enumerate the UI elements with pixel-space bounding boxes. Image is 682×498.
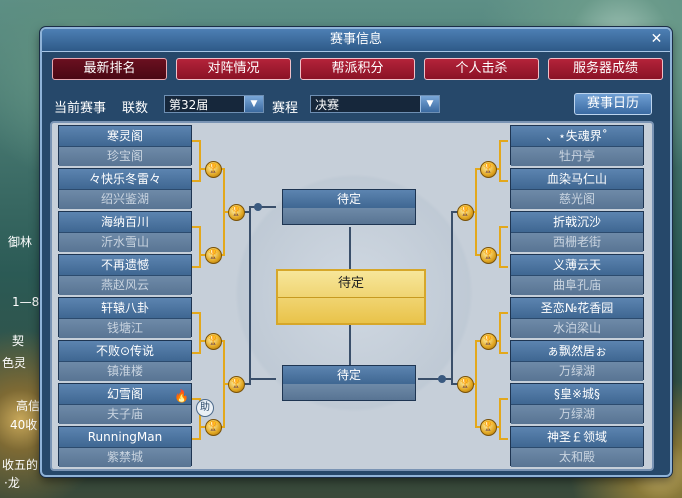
filter-row: 当前赛事 联数 第32届 ▼ 赛程 决赛 ▼ 赛事日历 [52, 93, 662, 116]
bg-label: 御林 [8, 235, 33, 249]
team-card[interactable]: 寒灵阁 珍宝阁 [58, 125, 192, 166]
tab-server-results[interactable]: 服务器成绩 [548, 58, 663, 80]
close-icon[interactable]: ✕ [650, 31, 663, 47]
season-value: 第32届 [169, 98, 209, 112]
season-select[interactable]: 第32届 ▼ [164, 95, 264, 113]
team-card[interactable]: 血染马仁山 慈光阁 [510, 168, 644, 209]
team-card[interactable]: 轩辕八卦 钱塘江 [58, 297, 192, 338]
bg-label: 1—8 [12, 295, 40, 309]
team-name: 海纳百川 [59, 212, 191, 233]
dialog-titlebar[interactable]: 赛事信息 ✕ [42, 29, 670, 52]
team-card[interactable]: §皇※城§ 万绿湖 [510, 383, 644, 424]
team-name: 々快乐冬雷々 [59, 169, 191, 190]
chevron-down-icon[interactable]: ▼ [420, 96, 439, 112]
trophy-icon: 🏆 [457, 204, 474, 221]
team-name: 轩辕八卦 [59, 298, 191, 319]
team-card[interactable]: 幻雪阁 夫子庙 [58, 383, 192, 424]
calendar-button[interactable]: 赛事日历 [574, 93, 652, 115]
trophy-icon: 🏆 [205, 419, 222, 436]
team-name: 不再遗憾 [59, 255, 191, 276]
team-name: 圣恋№花香园 [511, 298, 643, 319]
team-server: 绍兴鉴湖 [59, 190, 191, 209]
team-server: 紫禁城 [59, 448, 191, 467]
team-card[interactable]: 神圣￡领域 太和殿 [510, 426, 644, 467]
team-card[interactable]: RunningMan 紫禁城 [58, 426, 192, 467]
tab-latest-ranking[interactable]: 最新排名 [52, 58, 167, 80]
bracket-board: 寒灵阁 珍宝阁 々快乐冬雷々 绍兴鉴湖 海纳百川 沂水雪山 不再遗憾 燕赵风云 … [50, 121, 654, 471]
team-server: 曲阜孔庙 [511, 276, 643, 295]
current-event-label: 当前赛事 [54, 101, 107, 116]
trophy-icon: 🏆 [205, 247, 222, 264]
team-name: 血染马仁山 [511, 169, 643, 190]
stage-select[interactable]: 决赛 ▼ [310, 95, 440, 113]
team-card[interactable]: 海纳百川 沂水雪山 [58, 211, 192, 252]
trophy-icon: 🏆 [480, 247, 497, 264]
team-name: §皇※城§ [511, 384, 643, 405]
team-name: 义薄云天 [511, 255, 643, 276]
team-server: 慈光阁 [511, 190, 643, 209]
season-label: 联数 [122, 101, 149, 116]
final-slot[interactable]: 待定 [276, 269, 426, 325]
team-card[interactable]: 圣恋№花香园 水泊梁山 [510, 297, 644, 338]
chevron-down-icon[interactable]: ▼ [244, 96, 263, 112]
team-name: RunningMan [59, 427, 191, 448]
trophy-icon: 🏆 [205, 161, 222, 178]
team-card[interactable]: 不败⊙传说 镇淮楼 [58, 340, 192, 381]
team-card[interactable]: 、⋆失魂界˚ 牡丹亭 [510, 125, 644, 166]
final-label: 待定 [278, 271, 424, 298]
dialog-title: 赛事信息 [329, 32, 382, 47]
team-card[interactable]: 々快乐冬雷々 绍兴鉴湖 [58, 168, 192, 209]
team-card[interactable]: ぁ飘然居ぉ 万绿湖 [510, 340, 644, 381]
team-server: 珍宝阁 [59, 147, 191, 166]
team-name: 神圣￡领域 [511, 427, 643, 448]
team-server: 西栅老街 [511, 233, 643, 252]
stage-value: 决赛 [315, 98, 340, 112]
tab-matchups[interactable]: 对阵情况 [176, 58, 291, 80]
semifinal-top-label: 待定 [283, 190, 415, 208]
team-server: 沂水雪山 [59, 233, 191, 252]
team-server: 夫子庙 [59, 405, 191, 424]
trophy-icon: 🏆 [228, 204, 245, 221]
bg-label: 40收 [10, 418, 38, 432]
trophy-icon: 🏆 [228, 376, 245, 393]
team-card[interactable]: 折戟沉沙 西栅老街 [510, 211, 644, 252]
team-server: 太和殿 [511, 448, 643, 467]
semifinal-bottom-label: 待定 [283, 366, 415, 384]
match-info-dialog: 赛事信息 ✕ 最新排名 对阵情况 帮派积分 个人击杀 服务器成绩 当前赛事 联数… [40, 27, 672, 477]
bg-label: 色灵 [2, 356, 27, 370]
semifinal-top[interactable]: 待定 [282, 189, 416, 225]
tab-personal-kills[interactable]: 个人击杀 [424, 58, 539, 80]
trophy-icon: 🏆 [457, 376, 474, 393]
tab-guild-points[interactable]: 帮派积分 [300, 58, 415, 80]
team-server: 牡丹亭 [511, 147, 643, 166]
fire-icon: 🔥 [174, 389, 189, 403]
semifinal-bottom[interactable]: 待定 [282, 365, 416, 401]
team-server: 镇淮楼 [59, 362, 191, 381]
team-server: 万绿湖 [511, 362, 643, 381]
team-name: ぁ飘然居ぉ [511, 341, 643, 362]
tab-bar: 最新排名 对阵情况 帮派积分 个人击杀 服务器成绩 [52, 58, 663, 80]
bg-label: 契 [12, 334, 25, 348]
team-card[interactable]: 义薄云天 曲阜孔庙 [510, 254, 644, 295]
team-server: 燕赵风云 [59, 276, 191, 295]
bg-label: 高信 [16, 399, 41, 413]
team-name: 、⋆失魂界˚ [511, 126, 643, 147]
trophy-icon: 🏆 [205, 333, 222, 350]
trophy-icon: 🏆 [480, 161, 497, 178]
trophy-icon: 🏆 [480, 419, 497, 436]
team-server: 水泊梁山 [511, 319, 643, 338]
team-card[interactable]: 不再遗憾 燕赵风云 [58, 254, 192, 295]
team-server: 钱塘江 [59, 319, 191, 338]
team-server: 万绿湖 [511, 405, 643, 424]
team-name: 不败⊙传说 [59, 341, 191, 362]
bg-label: ·龙 [4, 476, 20, 490]
team-name: 寒灵阁 [59, 126, 191, 147]
help-badge[interactable]: 助 [196, 399, 214, 417]
team-name: 幻雪阁 [59, 384, 191, 405]
team-name: 折戟沉沙 [511, 212, 643, 233]
stage-label: 赛程 [272, 101, 299, 116]
bg-label: 收五的 [2, 458, 39, 472]
trophy-icon: 🏆 [480, 333, 497, 350]
